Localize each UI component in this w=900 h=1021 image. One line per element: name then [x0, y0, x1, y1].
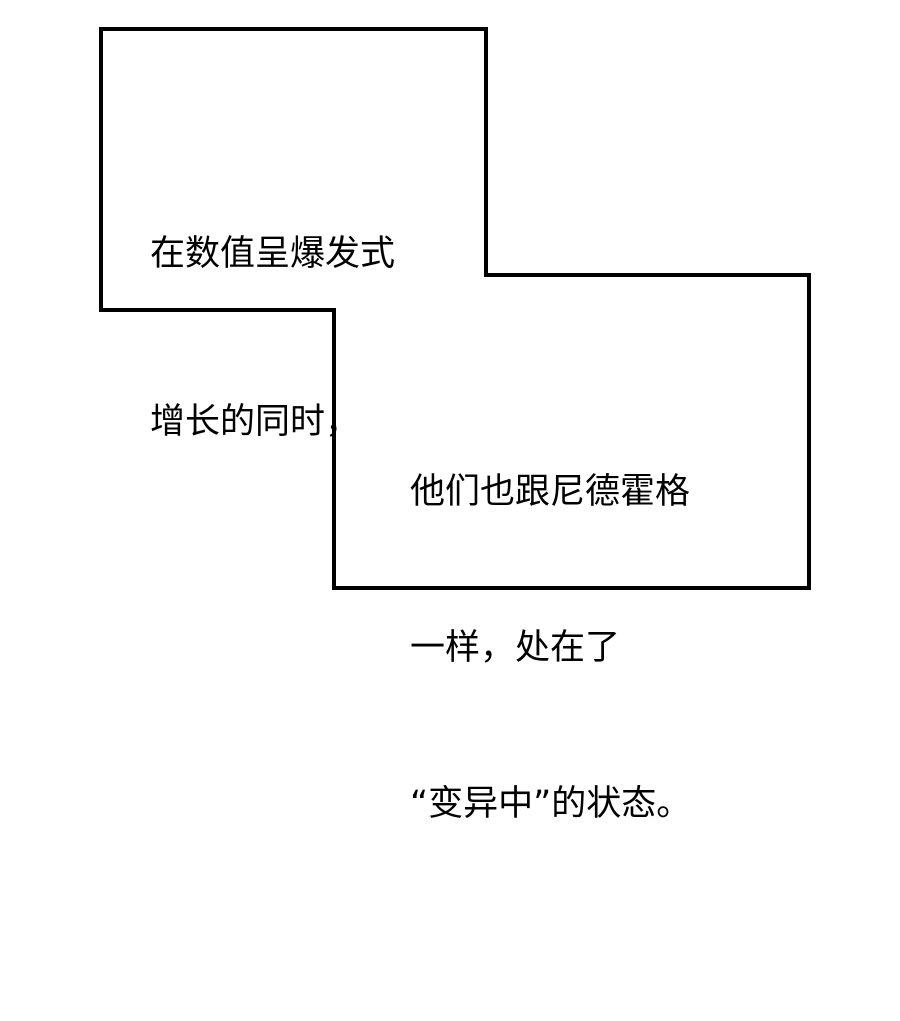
caption-line: 一样，处在了: [410, 628, 621, 668]
caption-upper: 在数值呈爆发式 增长的同时，: [150, 114, 395, 506]
caption-line: 他们也跟尼德霍格: [410, 472, 691, 512]
caption-line: “变异中”的状态。: [410, 784, 692, 824]
caption-lower: 他们也跟尼德霍格 一样，处在了 “变异中”的状态。: [410, 362, 691, 882]
caption-box-border: [99, 27, 811, 590]
caption-line: 在数值呈爆发式: [150, 234, 396, 274]
caption-line: 增长的同时，: [150, 402, 361, 442]
